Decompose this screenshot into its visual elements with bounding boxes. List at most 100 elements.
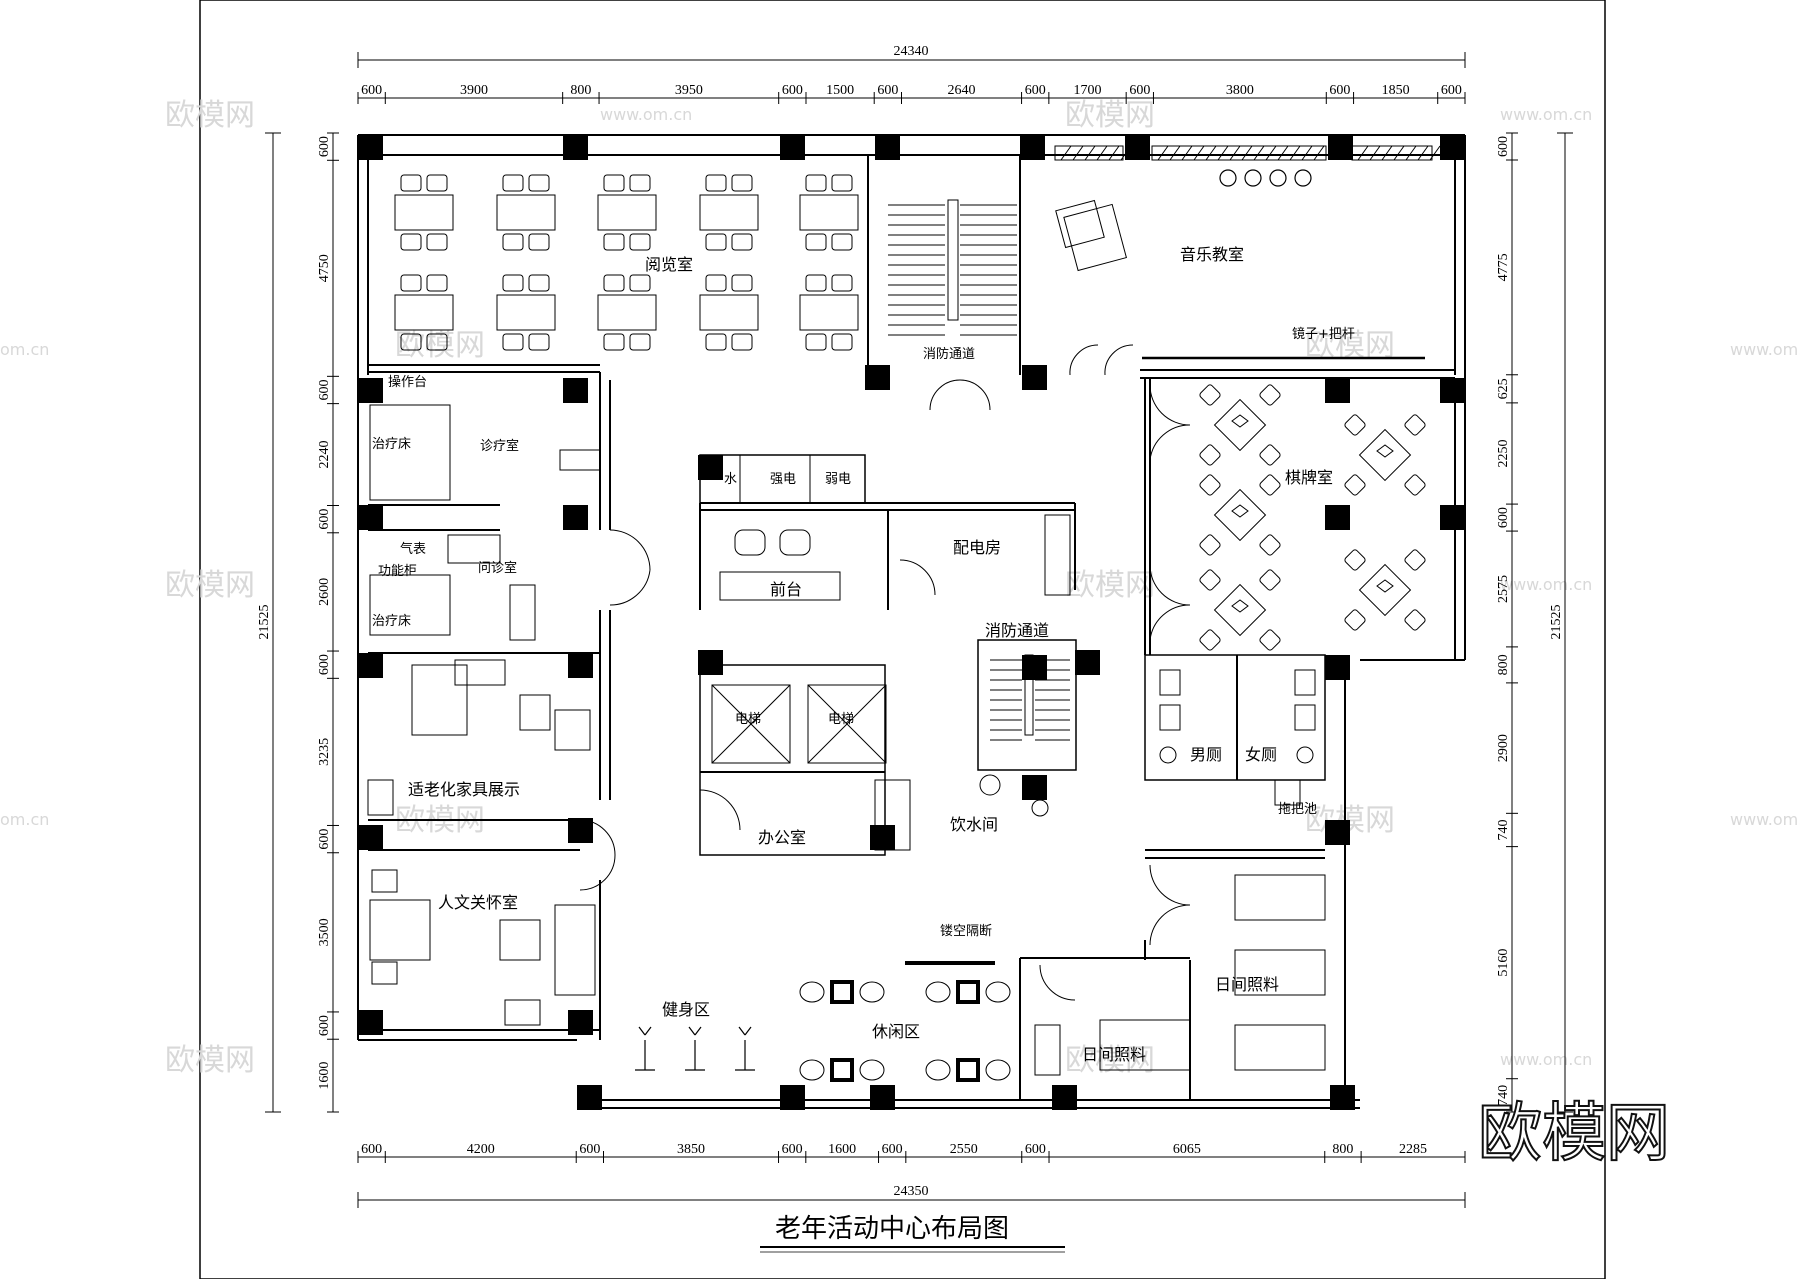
leisure-tables: [799, 980, 1011, 1082]
right-dim-10: 740: [1496, 1085, 1511, 1106]
column: [870, 825, 895, 850]
operation-desk-label: 操作台: [388, 374, 427, 390]
column: [358, 825, 383, 850]
column: [1325, 820, 1350, 845]
bottom-dim-5: 1600: [828, 1142, 856, 1157]
piano-icon: [1055, 199, 1128, 272]
right-dim-1: 4775: [1496, 253, 1511, 281]
column: [568, 818, 593, 843]
bottom-dim-6: 600: [882, 1142, 903, 1157]
window-hatch: [1054, 145, 1441, 161]
elevators: [711, 684, 887, 764]
bottom-dim-4: 600: [782, 1142, 803, 1157]
water-room-label: 饮水间: [950, 815, 998, 834]
right-dim-4: 600: [1496, 507, 1511, 528]
top-dim-7: 2640: [948, 83, 976, 98]
column: [358, 505, 383, 530]
watermark-text: 欧模网: [1065, 1043, 1155, 1078]
care-room-label: 人文关怀室: [438, 893, 518, 912]
top-dim-10: 600: [1129, 83, 1150, 98]
right-total-dim: 21525: [1549, 605, 1564, 640]
watermark-url: www.om.cn: [1730, 810, 1800, 829]
column: [1325, 505, 1350, 530]
top-dim-1: 3900: [460, 83, 488, 98]
watermark-url: www.om.cn: [1730, 340, 1800, 359]
hollow-partition-label: 镂空隔断: [940, 924, 992, 939]
column: [780, 1085, 805, 1110]
left-total-dim: 21525: [257, 605, 272, 640]
strong-elec-label: 强电: [770, 472, 796, 487]
right-dim-9: 5160: [1496, 949, 1511, 977]
right-dim-0: 600: [1496, 136, 1511, 157]
column: [568, 653, 593, 678]
music-room-label: 音乐教室: [1180, 245, 1244, 264]
top-dim-3: 3950: [675, 83, 703, 98]
top-total-dim: 24340: [894, 44, 929, 59]
music-drums: [1219, 169, 1312, 187]
dimension-ticks: [327, 92, 1518, 1163]
reception-label: 前台: [770, 580, 802, 599]
column: [1125, 135, 1150, 160]
top-dim-8: 600: [1025, 83, 1046, 98]
right-dim-6: 800: [1496, 654, 1511, 675]
bottom-dim-2: 600: [579, 1142, 600, 1157]
function-cabinet-label: 功能柜: [378, 564, 417, 579]
power-room-label: 配电房: [953, 538, 1001, 557]
left-dim-6: 600: [317, 654, 332, 675]
watermark-url: om.cn: [0, 810, 49, 829]
watermark-url: om.cn: [0, 340, 49, 359]
left-dim-0: 600: [317, 136, 332, 157]
left-dim-11: 1600: [317, 1062, 332, 1090]
day-care-2-label: 日间照料: [1082, 1045, 1146, 1064]
column: [698, 455, 723, 480]
column: [563, 378, 588, 403]
column: [358, 135, 383, 160]
top-dim-13: 1850: [1382, 83, 1410, 98]
daycare-beds: [1034, 874, 1326, 1076]
left-dim-9: 3500: [317, 918, 332, 946]
stair-treads: [888, 199, 1070, 741]
column: [1325, 378, 1350, 403]
column: [1022, 775, 1047, 800]
fitness-equipment: [635, 1026, 755, 1071]
top-dim-6: 600: [877, 83, 898, 98]
column: [870, 1085, 895, 1110]
top-dim-11: 3800: [1226, 83, 1254, 98]
plan-title: 老年活动中心布局图: [775, 1214, 1009, 1244]
clinic-label: 诊疗室: [480, 438, 519, 454]
top-dim-12: 600: [1329, 83, 1350, 98]
column: [1330, 1085, 1355, 1110]
reading-room-label: 阅览室: [645, 255, 693, 274]
treatment-bed-1-label: 治疗床: [372, 437, 411, 452]
column: [1022, 655, 1047, 680]
consult-room-label: 问诊室: [478, 560, 517, 576]
left-dim-3: 2240: [317, 441, 332, 469]
column: [698, 650, 723, 675]
column: [577, 1085, 602, 1110]
fitness-label: 健身区: [662, 1000, 710, 1019]
column: [358, 653, 383, 678]
column: [1022, 365, 1047, 390]
reading-tables: [394, 174, 859, 351]
column: [865, 365, 890, 390]
right-dim-3: 2250: [1496, 439, 1511, 467]
toilet-fixtures: [1159, 669, 1316, 806]
top-dim-4: 600: [782, 83, 803, 98]
brand-watermark: 欧模网: [1478, 1097, 1670, 1171]
left-dim-5: 2600: [317, 578, 332, 606]
bottom-dim-9: 6065: [1173, 1142, 1201, 1157]
watermark-text: 欧模网: [165, 1043, 255, 1078]
elevator-1-label: 电梯: [735, 712, 761, 727]
bottom-dim-10: 800: [1332, 1142, 1353, 1157]
column: [1328, 135, 1353, 160]
furniture-display-label: 适老化家具展示: [408, 780, 520, 799]
right-dim-7: 2900: [1496, 734, 1511, 762]
womens-wc-label: 女厕: [1245, 745, 1277, 764]
weak-elec-label: 弱电: [825, 472, 851, 487]
mens-wc-label: 男厕: [1190, 745, 1222, 764]
right-dim-2: 625: [1496, 378, 1511, 399]
watermark-url: www.om.cn: [1500, 575, 1592, 594]
watermark-url: www.om.cn: [600, 105, 692, 124]
